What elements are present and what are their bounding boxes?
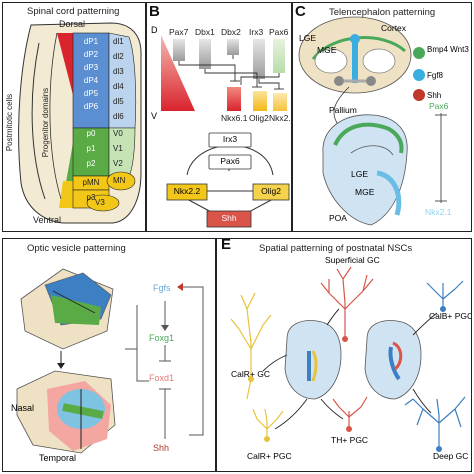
progenitor-label: Progenitor domains: [41, 87, 51, 158]
panel-e-letter: E: [221, 238, 232, 253]
target-label-olig2: Olig2: [249, 113, 269, 123]
gene-label-pax7: Pax7: [169, 27, 189, 37]
panel-telencephalon: C Telencephalon patterning LGE MGE Corte…: [292, 2, 472, 232]
legend-bmp4: Bmp4 Wnt3: [427, 45, 469, 54]
gene-gradient-diagram: [161, 35, 290, 228]
loop-irx3: Irx3: [222, 134, 238, 144]
panel-dorsoventral-genes: B D V: [146, 2, 292, 232]
neuron-domain-v3: V3: [95, 198, 105, 207]
nkx21-gradient-label: Nkx2.1: [425, 207, 452, 217]
nsc-diagram: [230, 266, 466, 452]
panel-a-title: Spinal cord patterning: [27, 6, 120, 17]
lge-top-label: LGE: [299, 33, 317, 43]
legend-shh: Shh: [427, 91, 442, 100]
progenitor-domain-p3: p3: [86, 193, 96, 202]
neuron-domain-mn: MN: [113, 176, 126, 185]
neuron-domain-dl6: dl6: [113, 112, 124, 121]
gene-label-pax6: Pax6: [269, 27, 289, 37]
poa-label: POA: [329, 213, 347, 223]
postmitotic-label: Postmitotic cells: [5, 93, 15, 152]
panel-e-title: Spatial patterning of postnatal NSCs: [259, 243, 413, 254]
progenitor-domain-dp2: dP2: [83, 50, 99, 59]
panel-optic-vesicle: Optic vesicle patterning Nasal Temporal: [2, 238, 216, 472]
loop-nkx22: Nkx2.2: [173, 186, 201, 196]
nasal-label: Nasal: [11, 403, 35, 413]
lge-label: LGE: [351, 169, 369, 179]
cell-calr-pgc: CalR+ PGC: [247, 451, 292, 461]
ventral-label: Ventral: [33, 215, 62, 225]
spinal-cord-diagram: [18, 22, 142, 224]
neuron-domain-dl2: dl2: [113, 52, 124, 61]
neuron-domain-dl3: dl3: [113, 67, 124, 76]
cell-calr-gc: CalR+ GC: [231, 369, 270, 379]
progenitor-domain-p0: p0: [86, 129, 96, 138]
legend-fgf8: Fgf8: [427, 71, 444, 80]
mge-top-label: MGE: [317, 45, 337, 55]
telencephalon-diagram: [298, 16, 447, 226]
gene-shh: Shh: [153, 443, 170, 453]
neuron-domain-dl1: dl1: [113, 37, 124, 46]
cell-calb-pgc: CalB+ PGC: [429, 311, 472, 321]
progenitor-domain-p2: p2: [86, 159, 96, 168]
neuron-domain-v0: V0: [113, 129, 123, 138]
target-label-nkx22: Nkx2.2: [269, 113, 291, 123]
gene-label-dbx2: Dbx2: [221, 27, 241, 37]
progenitor-domain-dp4: dP4: [83, 76, 99, 85]
progenitor-domain-dp6: dP6: [83, 102, 99, 111]
axis-bottom-label: V: [151, 111, 158, 121]
gene-label-dbx1: Dbx1: [195, 27, 215, 37]
cell-deep-gc: Deep GC: [433, 451, 469, 461]
panel-b-letter: B: [149, 3, 160, 20]
progenitor-domain-dp5: dP5: [83, 89, 99, 98]
axis-top-label: D: [151, 25, 158, 35]
target-label-nkx61: Nkx6.1: [221, 113, 248, 123]
neuron-domain-v1: V1: [113, 144, 123, 153]
pax6-gradient-label: Pax6: [429, 101, 449, 111]
neuron-domain-dl4: dl4: [113, 82, 124, 91]
neuron-domain-v2: V2: [113, 159, 123, 168]
neuron-domain-dl5: dl5: [113, 97, 124, 106]
optic-vesicle-diagram: [16, 268, 204, 454]
cell-superficial-gc: Superficial GC: [325, 255, 380, 265]
mge-label: MGE: [355, 187, 375, 197]
dorsal-label: Dorsal: [59, 19, 86, 29]
gene-label-irx3: Irx3: [249, 27, 264, 37]
progenitor-domain-dp3: dP3: [83, 63, 99, 72]
temporal-label: Temporal: [39, 453, 77, 463]
progenitor-domain-pmn: pMN: [82, 178, 100, 187]
panel-c-letter: C: [295, 3, 306, 20]
gene-fgfs: Fgfs: [153, 283, 171, 293]
cortex-label: Cortex: [381, 23, 407, 33]
gene-foxg1: Foxg1: [149, 333, 175, 343]
loop-olig2: Olig2: [261, 186, 281, 196]
panel-c-title: Telencephalon patterning: [329, 7, 436, 18]
panel-d-title: Optic vesicle patterning: [27, 243, 126, 254]
progenitor-domain-dp1: dP1: [83, 37, 99, 46]
panel-postnatal-nsc: E Spatial patterning of postnatal NSCs: [216, 238, 472, 472]
panel-spinal-cord: Spinal cord patterning Dorsal Ventral Po…: [2, 2, 146, 232]
gene-foxd1: Foxd1: [149, 373, 175, 383]
cell-th-pgc: TH+ PGC: [331, 435, 369, 445]
loop-pax6: Pax6: [220, 156, 240, 166]
pallium-label: Pallium: [329, 105, 357, 115]
progenitor-domain-p1: p1: [86, 144, 96, 153]
loop-shh: Shh: [221, 213, 237, 223]
